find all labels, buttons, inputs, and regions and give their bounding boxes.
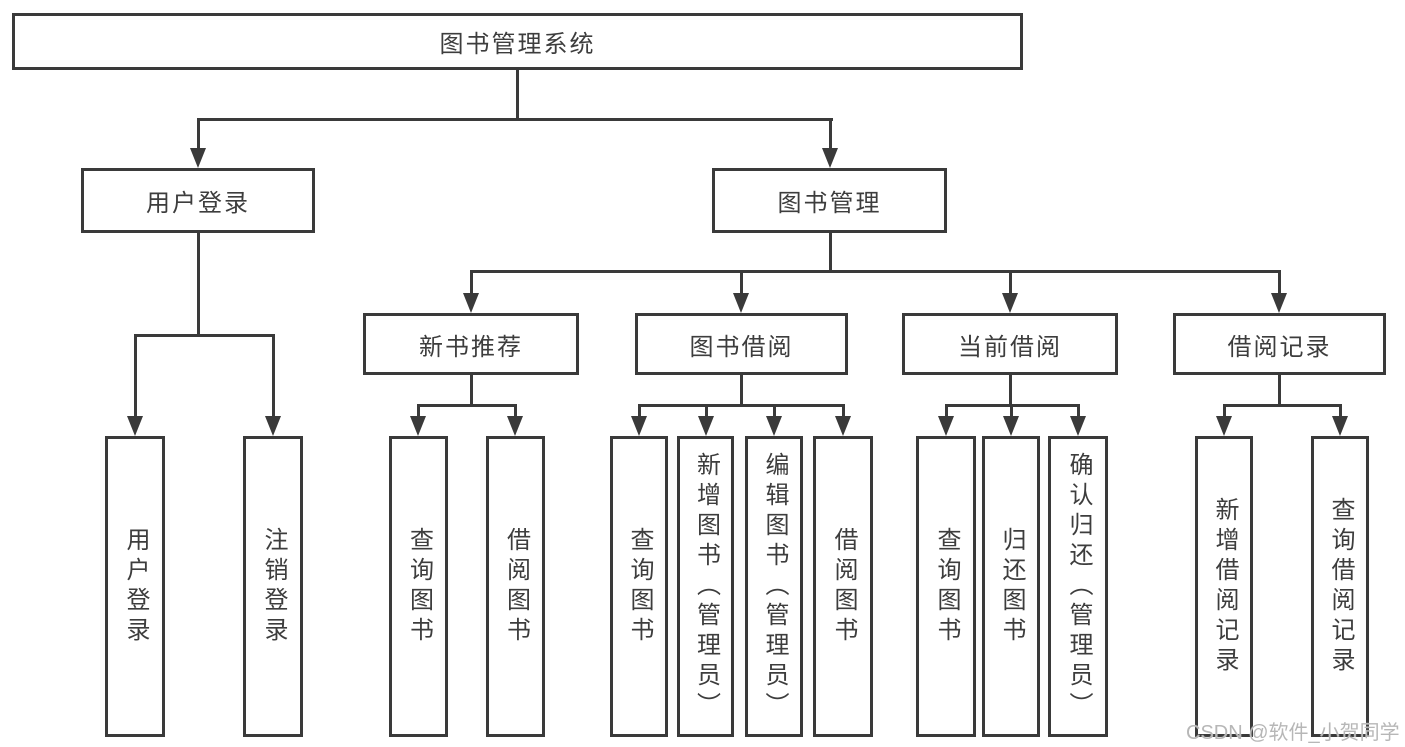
arrow-br-query (1332, 416, 1348, 436)
leaf-cb-query-books-label: 查询图书 (933, 526, 960, 647)
connector-user-login-drop (197, 233, 200, 337)
connector-nbr-rail (417, 404, 517, 407)
node-current-borrow: 当前借阅 (902, 313, 1118, 375)
node-book-borrow: 图书借阅 (635, 313, 848, 375)
arrow-book-borrow (733, 293, 749, 313)
arrow-borrow-records (1271, 293, 1287, 313)
leaf-nbr-query-books: 查询图书 (389, 436, 448, 737)
connector-shaft-leaf-login (134, 334, 137, 420)
arrow-bb-add (698, 416, 714, 436)
connector-shaft-bb-borrow (842, 404, 845, 420)
connector-shaft-nbr-borrow (514, 404, 517, 420)
arrow-bb-query (631, 416, 647, 436)
leaf-bb-query-books-label: 查询图书 (626, 526, 653, 647)
leaf-cb-confirm-return-admin-label: 确认归还（管理员） (1065, 451, 1092, 722)
arrow-leaf-login (127, 416, 143, 436)
node-current-borrow-label: 当前借阅 (958, 333, 1062, 361)
arrow-cb-return (1003, 416, 1019, 436)
arrow-bb-borrow (835, 416, 851, 436)
arrow-nbr-borrow (507, 416, 523, 436)
leaf-user-login-label: 用户登录 (122, 526, 149, 647)
leaf-logout: 注销登录 (243, 436, 303, 737)
leaf-br-add-record-label: 新增借阅记录 (1211, 496, 1238, 677)
connector-shaft-cb-return (1010, 404, 1013, 420)
node-book-management-label: 图书管理 (777, 190, 882, 217)
node-book-borrow-label: 图书借阅 (689, 333, 794, 361)
leaf-bb-borrow-books: 借阅图书 (813, 436, 873, 737)
leaf-bb-add-books-admin: 新增图书（管理员） (677, 436, 734, 737)
connector-shaft-borrow-records (1278, 270, 1281, 296)
connector-shaft-br-query (1339, 404, 1342, 420)
arrow-cb-query (938, 416, 954, 436)
leaf-cb-confirm-return-admin: 确认归还（管理员） (1048, 436, 1108, 737)
leaf-cb-return-books: 归还图书 (982, 436, 1040, 737)
arrow-cb-confirm (1070, 416, 1086, 436)
leaf-nbr-borrow-books: 借阅图书 (486, 436, 545, 737)
leaf-bb-edit-books-admin-label: 编辑图书（管理员） (761, 451, 788, 722)
arrow-current-borrow (1002, 293, 1018, 313)
node-new-book-recommend: 新书推荐 (363, 313, 579, 375)
arrow-user-login (190, 148, 206, 168)
connector-br-drop (1278, 375, 1281, 407)
leaf-bb-query-books: 查询图书 (610, 436, 668, 737)
leaf-br-query-record-label: 查询借阅记录 (1327, 496, 1354, 677)
connector-shaft-bb-add (705, 404, 708, 420)
node-user-login-label: 用户登录 (146, 190, 250, 217)
connector-shaft-book-management (829, 118, 832, 151)
node-borrow-records-label: 借阅记录 (1227, 333, 1332, 361)
connector-br-rail (1223, 404, 1342, 407)
leaf-user-login: 用户登录 (105, 436, 165, 737)
leaf-bb-borrow-books-label: 借阅图书 (830, 526, 857, 647)
leaf-nbr-query-books-label: 查询图书 (405, 526, 433, 647)
connector-shaft-new-book (470, 270, 473, 296)
connector-shaft-book-borrow (740, 270, 743, 296)
connector-root-drop (516, 69, 519, 121)
leaf-bb-add-books-admin-label: 新增图书（管理员） (692, 451, 720, 722)
csdn-watermark: CSDN @软件_小贺同学 (1186, 722, 1400, 744)
arrow-nbr-query (410, 416, 426, 436)
connector-shaft-leaf-logout (272, 334, 275, 420)
leaf-nbr-borrow-books-label: 借阅图书 (502, 526, 530, 647)
leaf-logout-label: 注销登录 (260, 526, 287, 647)
connector-user-login-rail (134, 334, 275, 337)
arrow-book-management (822, 148, 838, 168)
leaf-br-query-record: 查询借阅记录 (1311, 436, 1369, 737)
connector-shaft-user-login (197, 118, 200, 151)
connector-shaft-cb-confirm (1077, 404, 1080, 420)
node-root-label: 图书管理系统 (439, 31, 596, 58)
connector-shaft-cb-query (945, 404, 948, 420)
connector-bb-drop (740, 375, 743, 407)
connector-book-management-rail (470, 270, 1281, 273)
node-borrow-records: 借阅记录 (1173, 313, 1386, 375)
connector-bb-rail (638, 404, 845, 407)
connector-shaft-br-add (1223, 404, 1226, 420)
arrow-bb-edit (766, 416, 782, 436)
node-user-login: 用户登录 (81, 168, 315, 233)
node-new-book-recommend-label: 新书推荐 (419, 333, 523, 361)
leaf-br-add-record: 新增借阅记录 (1195, 436, 1253, 737)
arrow-new-book (463, 293, 479, 313)
leaf-bb-edit-books-admin: 编辑图书（管理员） (745, 436, 803, 737)
connector-root-rail (197, 118, 833, 121)
connector-book-management-drop (829, 233, 832, 273)
arrow-br-add (1216, 416, 1232, 436)
connector-nbr-drop (470, 375, 473, 407)
leaf-cb-return-books-label: 归还图书 (998, 526, 1025, 647)
node-root: 图书管理系统 (12, 13, 1023, 70)
arrow-leaf-logout (265, 416, 281, 436)
node-book-management: 图书管理 (712, 168, 947, 233)
connector-cb-drop (1009, 375, 1012, 407)
leaf-cb-query-books: 查询图书 (916, 436, 976, 737)
connector-shaft-current-borrow (1009, 270, 1012, 296)
connector-shaft-bb-query (638, 404, 641, 420)
connector-shaft-nbr-query (417, 404, 420, 420)
connector-shaft-bb-edit (773, 404, 776, 420)
